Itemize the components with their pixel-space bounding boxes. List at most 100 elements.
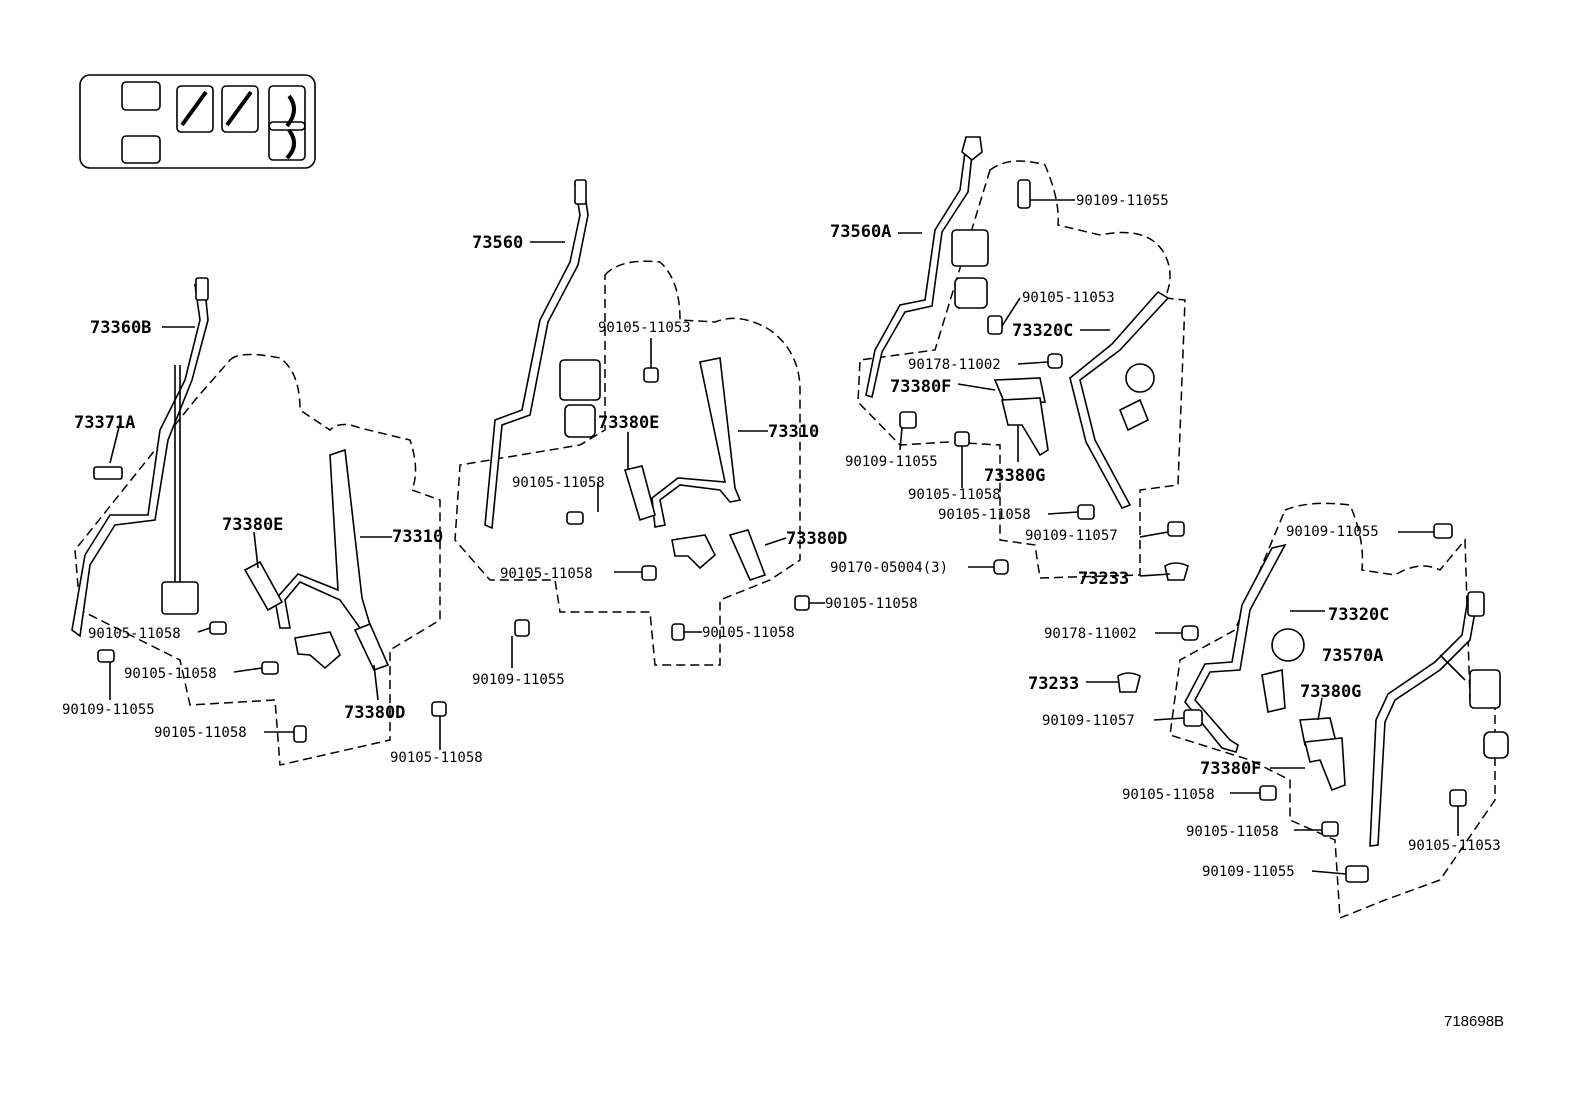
- label-g1-bolt-d: 90105-11058: [154, 725, 247, 741]
- label-g4-bolt-c: 90105-11058: [1186, 824, 1279, 840]
- belt-73320c-g4: [1184, 543, 1287, 753]
- label-g1-bolt-b: 90109-11055: [62, 702, 155, 718]
- label-g3-buckle-f: 73380F: [890, 377, 951, 397]
- anchor-73560: [574, 179, 587, 205]
- retractor-73320c-g4: [1271, 628, 1305, 662]
- anchor-73560a: [961, 136, 983, 162]
- bolt-g4-a: [1183, 709, 1203, 727]
- belt-73560a: [865, 150, 973, 399]
- seat-layout-key-icon: [79, 74, 316, 169]
- retractor-73320c-g3: [1125, 363, 1155, 393]
- bracket-g2: [671, 534, 716, 570]
- bolt-g2-d: [671, 623, 685, 641]
- label-g2-buckle-d: 73380D: [786, 529, 847, 549]
- bolt-g1-d: [293, 725, 307, 743]
- seat-outline-1: [74, 353, 441, 766]
- belt-73360b: [71, 283, 209, 638]
- label-g1-buckle-e: 73380E: [222, 515, 283, 535]
- label-g4-buckle-g: 73380G: [1300, 682, 1361, 702]
- cover-73233-g3: [1164, 562, 1189, 581]
- bolt-g3-b: [954, 431, 970, 447]
- label-g3-bolt-b: 90105-11058: [908, 487, 1001, 503]
- bolt-g4-top: [1433, 523, 1453, 539]
- bolt-g1-b: [97, 649, 115, 663]
- diagram-code: 718698B: [1444, 1013, 1504, 1030]
- label-g3-nut-b: 90170-05004(3): [830, 560, 948, 576]
- label-g4-retractor-c: 73320C: [1328, 605, 1389, 625]
- buckle-73380d-g2: [728, 529, 767, 581]
- bolt-g2-c: [794, 595, 810, 611]
- retractor-73560a: [951, 229, 989, 267]
- label-g3-bolt-d: 90109-11057: [1025, 528, 1118, 544]
- label-g1-bolt-a: 90105-11058: [88, 626, 181, 642]
- bracket-73320c-g4: [1261, 668, 1286, 713]
- label-g4-nut: 90178-11002: [1044, 626, 1137, 642]
- label-g1-bolt-e: 90105-11058: [390, 750, 483, 766]
- bracket-g1: [294, 631, 341, 670]
- seat-outline-2: [454, 260, 801, 666]
- bolt-g1-c: [261, 661, 279, 675]
- anchor-73570a: [1467, 591, 1485, 617]
- retractor-73560: [559, 359, 601, 401]
- label-g3-nut: 90178-11002: [908, 357, 1001, 373]
- label-g2-belt: 73310: [768, 422, 819, 442]
- seat-outline-3: [857, 160, 1186, 579]
- buckle-73380e-g2: [623, 465, 656, 522]
- label-g2-bolt-top: 90105-11053: [598, 320, 691, 336]
- label-g4-bolt-d: 90105-11053: [1408, 838, 1501, 854]
- bracket-73320c-g3: [1118, 398, 1150, 432]
- label-g1-buckle-d: 73380D: [344, 703, 405, 723]
- label-g2-buckle-e: 73380E: [598, 413, 659, 433]
- label-g1-bolt-c: 90105-11058: [124, 666, 217, 682]
- nut-b-g3: [993, 559, 1009, 575]
- group-2-seat-assembly: [454, 179, 825, 668]
- bolt-g4-e: [1345, 865, 1369, 883]
- group-3-seat-assembly: [857, 136, 1189, 581]
- belt-73570a: [1369, 593, 1480, 847]
- bolt-g4-c: [1321, 821, 1339, 837]
- label-g3-retractor-c: 73320C: [1012, 321, 1073, 341]
- label-g4-bolt-top: 90109-11055: [1286, 524, 1379, 540]
- label-g3-bolt-c: 90105-11058: [938, 507, 1031, 523]
- bolt-g2-b: [641, 565, 657, 581]
- label-g2-bolt-c: 90105-11058: [825, 596, 918, 612]
- bolt-g4-d: [1449, 789, 1467, 807]
- buckle-73380f-g3: [993, 377, 1046, 405]
- cover-73371a: [93, 466, 123, 480]
- retractor-lower-73560a: [954, 277, 988, 309]
- label-g3-cover: 73233: [1078, 569, 1129, 589]
- belt-73310-g1: [274, 448, 371, 629]
- bolt-g3-c: [1077, 504, 1095, 520]
- buckle-73380g-g3: [1000, 397, 1049, 457]
- bolt-g2-e: [514, 619, 530, 637]
- label-g4-bolt-a: 90109-11057: [1042, 713, 1135, 729]
- label-g4-cover: 73233: [1028, 674, 1079, 694]
- bolt-g2-a: [566, 511, 584, 525]
- bolt-g3-mid: [987, 315, 1003, 335]
- seat-outline-4: [1169, 502, 1496, 920]
- retractor-73570a: [1469, 669, 1501, 709]
- buckle-73380d-g1: [353, 622, 390, 671]
- bolt-g3-a: [899, 411, 917, 429]
- buckle-73380f-g4: [1304, 737, 1346, 792]
- bolt-g4-b: [1259, 785, 1277, 801]
- anchor-73360b: [195, 277, 209, 301]
- retractor-lower-73570a: [1483, 731, 1509, 759]
- buckle-73380e-g1: [243, 560, 284, 612]
- label-g1-belt: 73310: [392, 527, 443, 547]
- label-g3-bolt-mid: 90105-11053: [1022, 290, 1115, 306]
- belt-73320c-g3: [1069, 290, 1170, 509]
- label-g2-bolt-e: 90109-11055: [472, 672, 565, 688]
- bolt-g3-top: [1017, 179, 1031, 209]
- label-g1-cover: 73371A: [74, 413, 135, 433]
- bolt-g2-top: [643, 367, 659, 383]
- belt-73560: [484, 183, 589, 530]
- label-g1-retractor: 73360B: [90, 318, 151, 338]
- belt-73310-g2: [651, 357, 742, 528]
- retractor-73360b: [161, 581, 199, 615]
- label-g3-bolt-a: 90109-11055: [845, 454, 938, 470]
- nut-g3: [1047, 353, 1063, 369]
- group-4-seat-assembly: [1086, 502, 1509, 920]
- label-g2-bolt-d: 90105-11058: [702, 625, 795, 641]
